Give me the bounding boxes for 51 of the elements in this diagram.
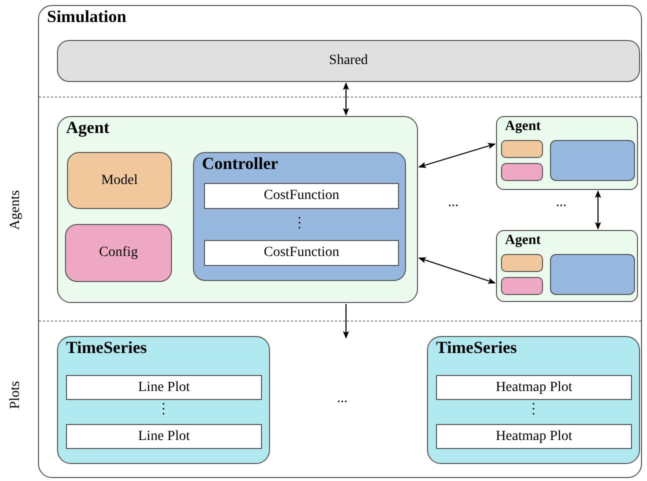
heading: Agent (66, 119, 110, 138)
plot-box (66, 375, 262, 400)
node-label: Heatmap Plot (496, 428, 572, 444)
arrow (342, 304, 350, 339)
heading: TimeSeries (436, 339, 517, 358)
arrow (594, 190, 602, 230)
node-label: Line Plot (138, 380, 190, 396)
arrow (342, 82, 350, 116)
agent-box (57, 116, 418, 303)
controller-box (550, 254, 635, 295)
heading: Simulation (47, 8, 126, 27)
plot-box (436, 424, 632, 449)
heading: TimeSeries (66, 339, 147, 358)
ellipsis: ... (337, 392, 348, 406)
time-series-box (57, 336, 270, 464)
ellipsis-dots: ⋮ (292, 216, 306, 231)
node-label: Heatmap Plot (496, 380, 572, 396)
node-label: CostFunction (264, 245, 340, 261)
config-box (501, 163, 543, 181)
ellipsis-dots: ⋮ (156, 402, 170, 417)
agent-box (496, 116, 638, 190)
heading: Controller (202, 155, 278, 174)
controller-box (193, 152, 406, 281)
model-box (501, 254, 543, 272)
node-label: Config (99, 245, 138, 261)
node-label: Line Plot (138, 428, 190, 444)
cost-function-box (204, 240, 399, 266)
heading: Agent (505, 233, 541, 248)
config-box (65, 224, 172, 282)
arrow (418, 257, 496, 284)
section-label: Plots (9, 381, 23, 409)
controller-box (550, 140, 635, 181)
ellipsis: ... (448, 196, 458, 210)
shared-bar (57, 40, 640, 82)
model-box (67, 152, 172, 209)
model-box (501, 140, 543, 158)
plot-box (436, 375, 632, 400)
simulation-panel (38, 5, 642, 478)
time-series-box (427, 336, 640, 464)
heading: Agent (505, 119, 541, 134)
arrow (418, 143, 496, 168)
cost-function-box (204, 183, 399, 209)
config-box (501, 277, 543, 295)
section-label: Agents (9, 190, 23, 230)
ellipsis: ... (556, 196, 566, 210)
node-label: Model (101, 172, 138, 188)
agent-box (496, 230, 638, 302)
node-label: Shared (329, 53, 368, 69)
node-label: CostFunction (264, 188, 340, 204)
plot-box (66, 424, 262, 449)
ellipsis-dots: ⋮ (526, 402, 540, 417)
